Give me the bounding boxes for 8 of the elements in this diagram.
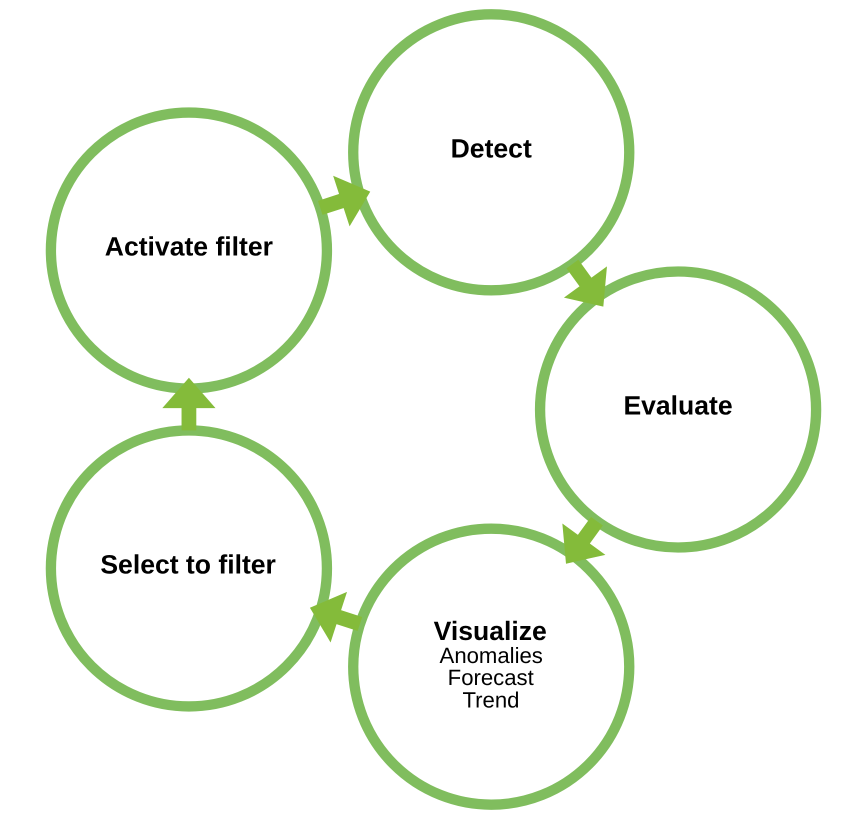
arrow bbox=[162, 378, 216, 430]
arrow bbox=[309, 592, 362, 642]
arrow bbox=[317, 176, 370, 226]
node-circle: Activate filter bbox=[45, 107, 332, 394]
arrow bbox=[563, 260, 606, 307]
arrow bbox=[562, 516, 605, 564]
node-circle: Select to filter bbox=[45, 425, 332, 712]
node-circle: Detect bbox=[348, 9, 634, 296]
